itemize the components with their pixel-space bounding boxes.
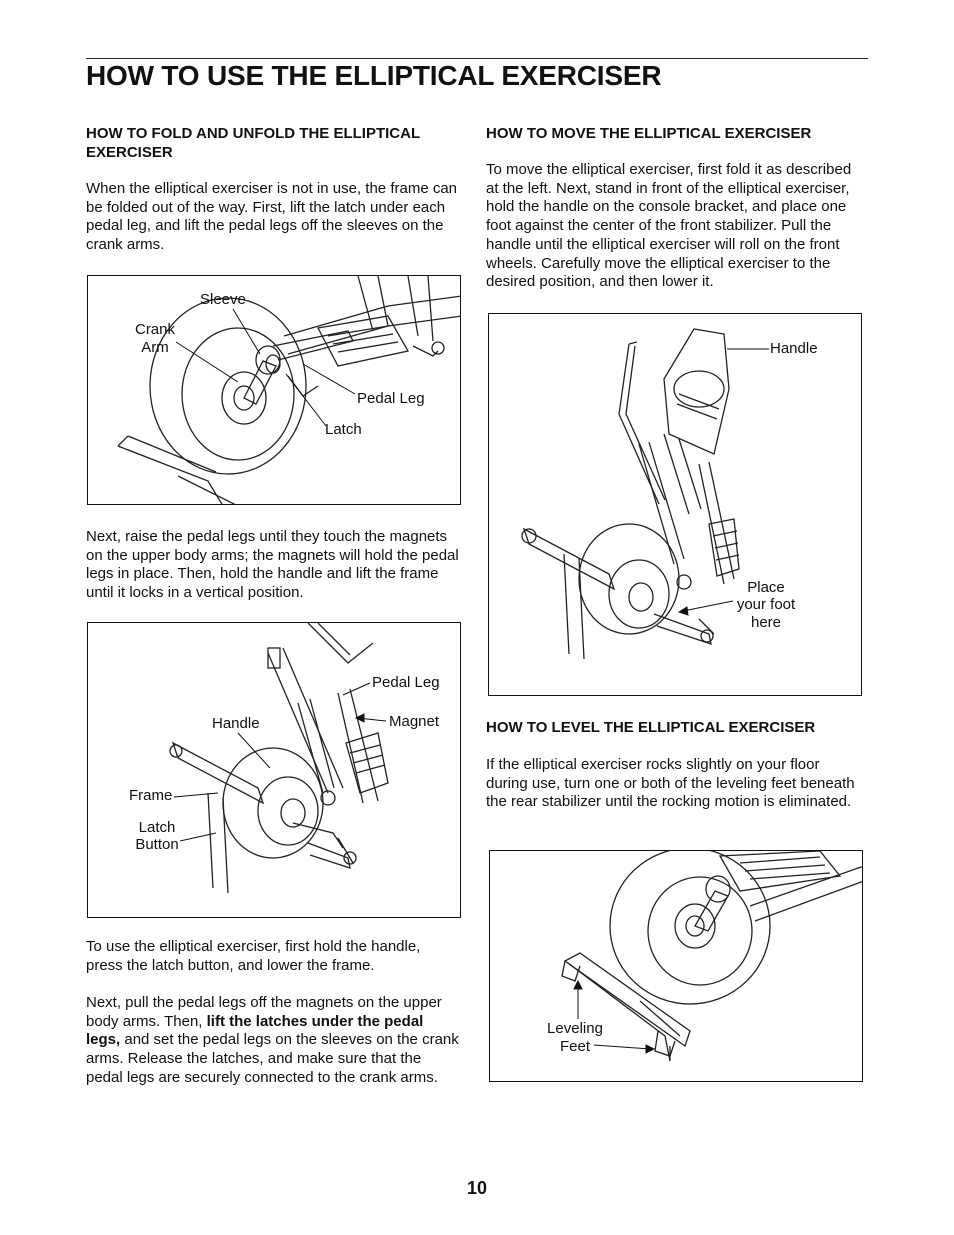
place-foot-label-2: your foot <box>736 596 796 613</box>
move-illustration <box>521 328 740 660</box>
level-figure: Leveling Feet <box>489 850 863 1082</box>
place-foot-label-1: Place <box>747 579 785 596</box>
raise-paragraph: Next, raise the pedal legs until they to… <box>86 528 459 602</box>
leveling-feet-label-2: Feet <box>559 1038 590 1055</box>
crank-arm-label-2: Arm <box>141 339 169 356</box>
pull-text-a: Next, pull the pedal legs off the magnet… <box>86 994 442 1030</box>
level-heading: HOW TO LEVEL THE ELLIPTICAL EXERCISER <box>486 719 816 736</box>
level-leader-lines <box>573 979 656 1054</box>
latch-button-label-1: Latch <box>138 819 176 836</box>
page-title: HOW TO USE THE ELLIPTICAL EXERCISER <box>86 60 662 91</box>
unfold-pedal-leg-label: Pedal Leg <box>372 674 440 691</box>
unfold-figure: Pedal Leg Handle Magnet Frame Latch Butt… <box>87 622 461 918</box>
level-illustration <box>561 851 862 1062</box>
leveling-feet-label-1: Leveling <box>547 1020 603 1037</box>
fold-leader-lines <box>175 308 356 427</box>
unfold-handle-label: Handle <box>212 715 260 732</box>
fold-illustration <box>117 276 460 504</box>
pull-paragraph: Next, pull the pedal legs off the magnet… <box>86 994 461 1088</box>
unfold-leader-lines <box>173 682 387 842</box>
move-figure: Handle Place your foot here <box>488 313 862 696</box>
level-paragraph: If the elliptical exerciser rocks slight… <box>486 756 855 811</box>
page-number: 10 <box>466 1178 488 1198</box>
pedal-leg-label: Pedal Leg <box>357 390 425 407</box>
fold-paragraph: When the elliptical exerciser is not in … <box>86 180 458 254</box>
fold-figure: Sleeve Crank Arm Pedal Leg Latch <box>87 275 461 505</box>
move-handle-label: Handle <box>770 340 818 357</box>
frame-label: Frame <box>129 787 173 804</box>
magnet-label: Magnet <box>389 713 440 730</box>
pull-text-b: and set the pedal legs on the sleeves on… <box>86 1031 459 1086</box>
move-paragraph: To move the elliptical exerciser, first … <box>486 161 852 291</box>
pull-text-bold: lift the latches under the pedal legs, <box>86 1012 424 1049</box>
place-foot-label-3: here <box>750 614 782 631</box>
move-leader-lines <box>677 348 769 616</box>
latch-button-label-2: Button <box>135 836 179 853</box>
top-rule <box>86 58 868 59</box>
crank-arm-label-1: Crank <box>134 321 175 338</box>
use-paragraph: To use the elliptical exerciser, first h… <box>86 938 421 974</box>
unfold-illustration <box>169 623 389 894</box>
fold-heading: HOW TO FOLD AND UNFOLD THE ELLIPTICAL EX… <box>86 125 420 161</box>
sleeve-label: Sleeve <box>200 291 246 308</box>
latch-label: Latch <box>325 421 362 438</box>
move-heading: HOW TO MOVE THE ELLIPTICAL EXERCISER <box>486 125 812 142</box>
